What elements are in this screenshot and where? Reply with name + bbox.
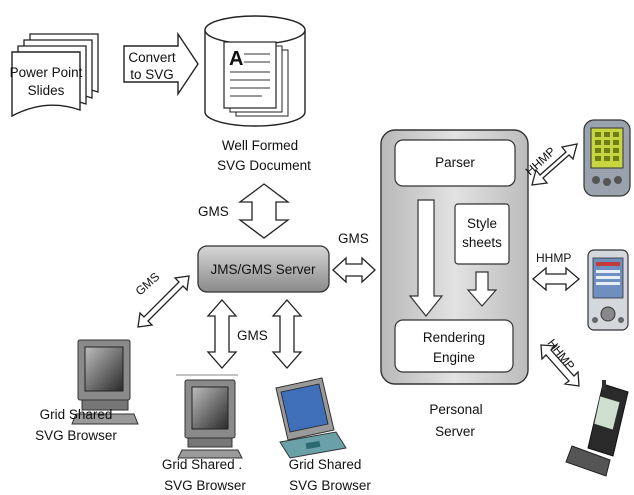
ppt-label-line1: Power Point (10, 65, 83, 80)
stylesheets-label-line2: sheets (462, 235, 502, 250)
rendering-label-line2: Engine (433, 350, 475, 365)
grid-browser-middle-label-line1: Grid Shared . (162, 457, 242, 472)
grid-browser-left-label-line2: SVG Browser (35, 428, 117, 443)
parser-label: Parser (435, 155, 475, 170)
convert-arrow: Convert to SVG (123, 31, 199, 97)
convert-label-line2: to SVG (130, 67, 174, 82)
jms-gms-server: JMS/GMS Server (197, 245, 330, 293)
hhmp-link-mid: HHMP (531, 251, 581, 292)
svgdoc-label-line2: SVG Document (217, 158, 311, 173)
personal-caption-line2: Server (435, 424, 475, 439)
grid-browser-left-monitor-icon (71, 339, 139, 425)
grid-browser-right-label-line2: SVG Browser (289, 478, 371, 493)
document-pages-icon: A (223, 41, 289, 117)
hhmp-link-mid-label: HHMP (536, 251, 571, 265)
svg-document-store: A Well Formed SVG Document (204, 15, 311, 173)
power-point-slides: Power Point Slides (10, 33, 99, 118)
rendering-label-line1: Rendering (423, 330, 485, 345)
hhmp-link-top: HHMP (523, 143, 578, 186)
doc-server-link-label: GMS (198, 204, 229, 219)
ppt-label-line2: Slides (28, 83, 65, 98)
document-letter: A (229, 48, 243, 70)
grid-browser-middle-label-line2: SVG Browser (164, 478, 246, 493)
server-left-browser-link-label: GMS (133, 270, 163, 299)
grid-browser-middle-monitor-icon (176, 374, 243, 459)
convert-label-line1: Convert (128, 50, 176, 65)
doc-server-link: GMS (198, 183, 290, 239)
pda-green-icon (583, 119, 631, 197)
server-bottom-link-label: GMS (237, 328, 268, 343)
grid-browser-right-label-line1: Grid Shared (289, 457, 362, 472)
svgdoc-label-line1: Well Formed (222, 138, 298, 153)
hhmp-link-bot: HHMP (540, 336, 580, 387)
server-bottom-browser-links: GMS (206, 299, 303, 369)
personal-server: Parser Style sheets Rendering Engine Per… (380, 129, 529, 439)
server-label: JMS/GMS Server (210, 262, 316, 277)
pocket-pc-icon (587, 249, 629, 331)
server-personal-link: GMS (332, 231, 376, 284)
server-left-browser-link: GMS (133, 270, 190, 328)
stylesheets-label-line1: Style (467, 216, 497, 231)
grid-browser-right-laptop-icon (275, 377, 347, 459)
server-personal-link-label: GMS (338, 231, 369, 246)
mobile-phone-icon (565, 380, 629, 477)
personal-caption-line1: Personal (429, 402, 482, 417)
grid-browser-left-label-line1: Grid Shared (40, 407, 113, 422)
